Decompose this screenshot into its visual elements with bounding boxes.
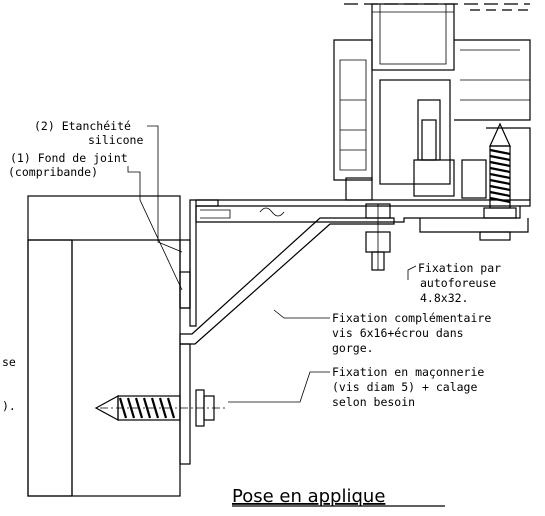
autoforeuse-label-2: autoforeuse <box>420 276 496 290</box>
maconnerie-label-1: Fixation en maçonnerie <box>332 365 484 379</box>
maconnerie-label-2: (vis diam 5) + calage <box>332 380 477 394</box>
complementaire-label-3: gorge. <box>332 341 374 355</box>
window-frame <box>333 3 531 201</box>
fond-joint-label-2: (compribande) <box>8 165 98 179</box>
annotations: (2) Etanchéité silicone (1) Fond de join… <box>2 119 501 507</box>
autoforeuse-label-1: Fixation par <box>418 261 501 275</box>
self-drilling-screw <box>483 122 517 219</box>
maconnerie-label-3: selon besoin <box>332 395 415 409</box>
left-cut-text-2: ). <box>2 399 16 413</box>
joint-seal <box>179 239 191 309</box>
complementary-bolt <box>365 203 391 271</box>
masonry-wall <box>27 195 181 497</box>
complementaire-label-2: vis 6x16+écrou dans <box>332 326 464 340</box>
complementaire-label-1: Fixation complémentaire <box>332 311 491 325</box>
masonry-anchor <box>94 389 228 427</box>
etancheite-label-1: (2) Etanchéité <box>34 119 131 133</box>
fond-joint-label-1: (1) Fond de joint <box>10 151 128 165</box>
drawing-title: Pose en applique <box>232 486 385 507</box>
left-cut-text-1: se <box>2 355 16 369</box>
sill-profile <box>195 199 531 241</box>
autoforeuse-label-3: 4.8x32. <box>420 291 468 305</box>
leader-lines <box>127 125 417 403</box>
etancheite-label-2: silicone <box>88 133 143 147</box>
